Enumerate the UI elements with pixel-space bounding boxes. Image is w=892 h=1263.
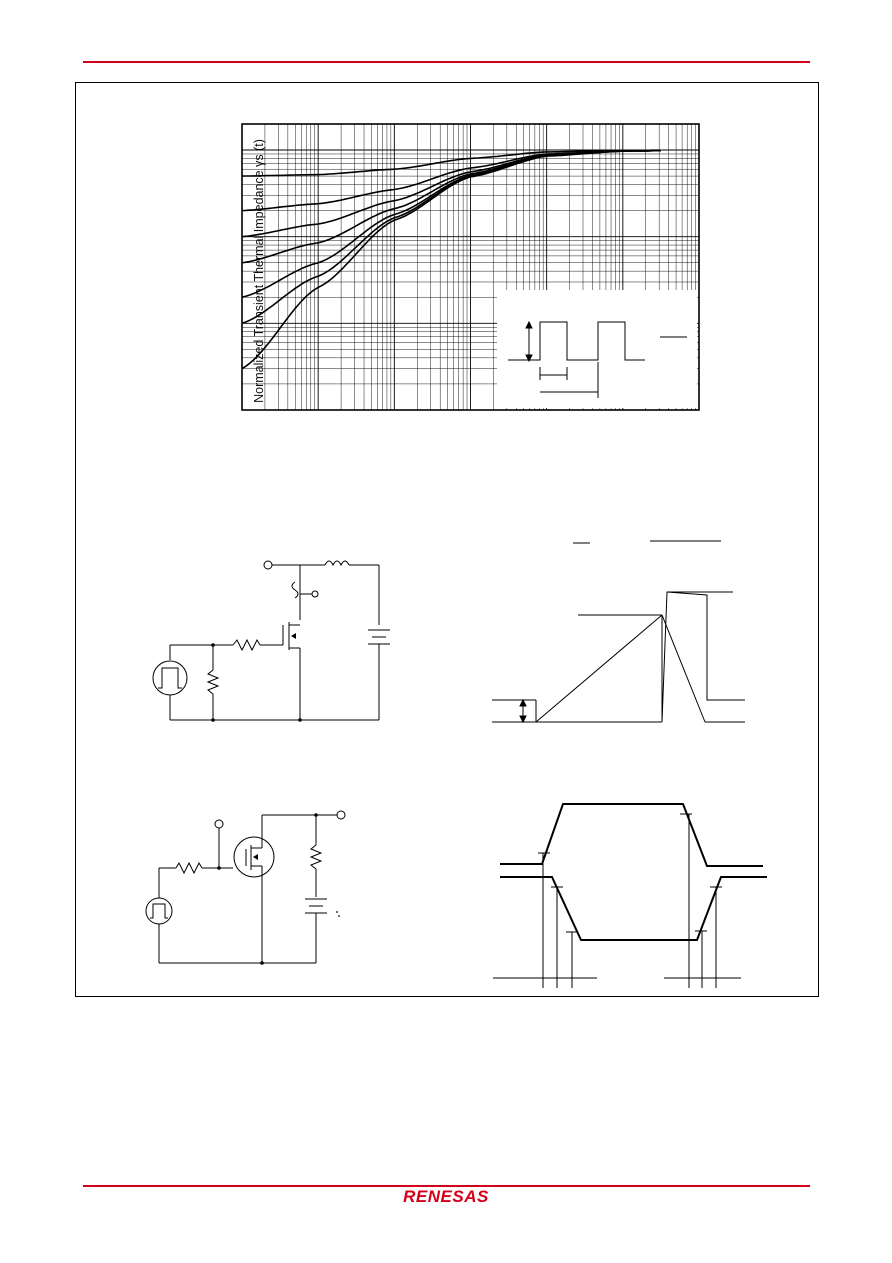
- header-rule: [83, 61, 810, 63]
- chart-plot-border: [241, 123, 700, 411]
- mosfet-dut: [233, 836, 275, 878]
- gate-shunt-resistor: [206, 669, 220, 695]
- vout-monitor-terminal: [336, 810, 346, 820]
- thermal-curve-1: [241, 149, 661, 177]
- vds-waveform: [661, 591, 745, 723]
- footer-rule: [83, 1185, 810, 1187]
- chart-inset-blank: [497, 290, 697, 408]
- gate-resistor: [232, 638, 261, 652]
- gate-resistor-2: [175, 861, 203, 875]
- pulse-waveform-inset: [508, 320, 687, 398]
- pulse-waveform: [508, 321, 645, 361]
- current-probe: [291, 581, 299, 599]
- inductor-l: [324, 560, 350, 567]
- vin-waveform: [500, 803, 763, 867]
- current-ramp: [535, 614, 663, 723]
- thermal-curve-7: [241, 149, 661, 370]
- renesas-logo: RENESAS: [403, 1187, 489, 1206]
- figure-frame: [75, 82, 819, 997]
- chart-curves: [241, 149, 661, 370]
- load-resistor: [309, 844, 323, 870]
- vout-waveform: [500, 876, 767, 941]
